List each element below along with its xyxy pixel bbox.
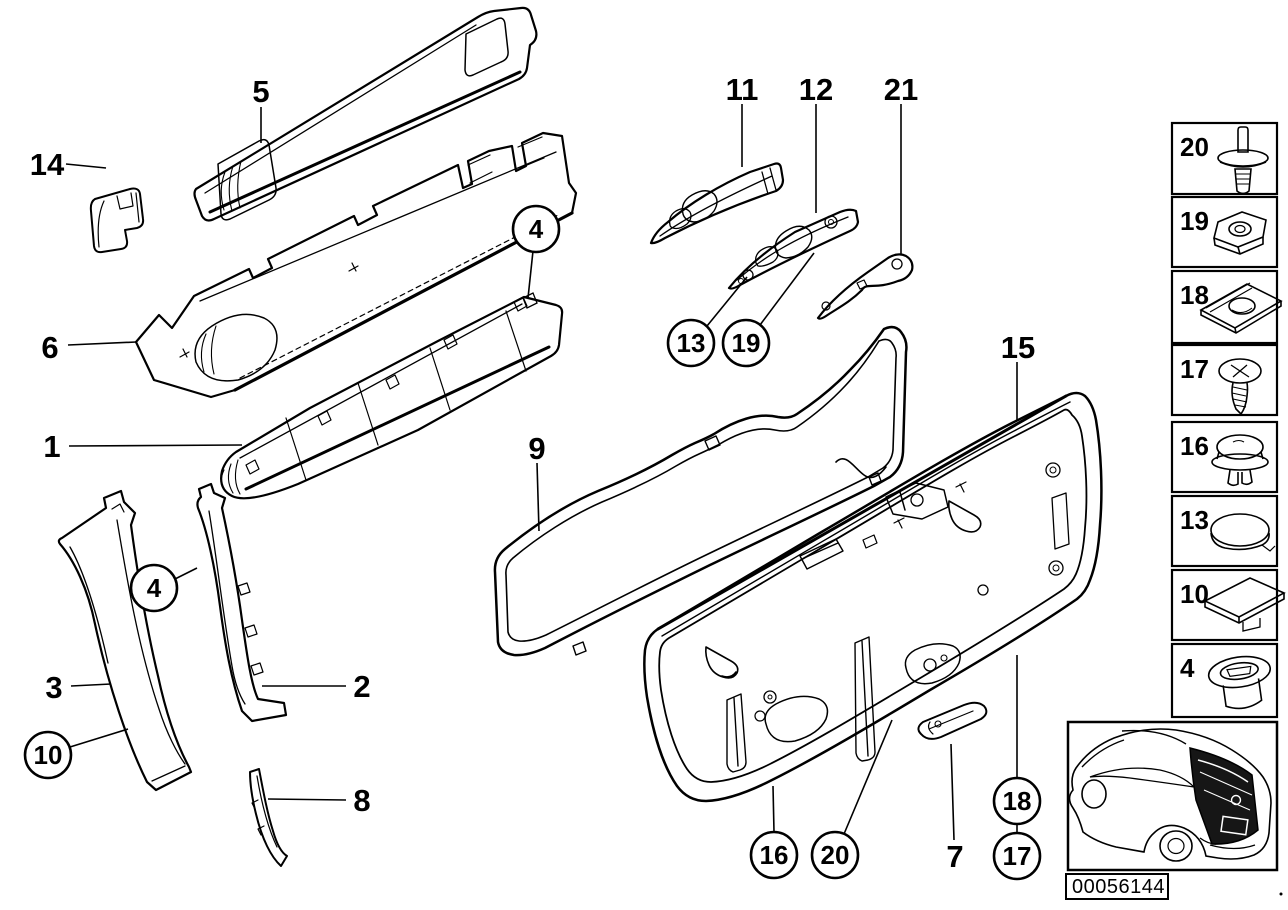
- callout-5[interactable]: 5: [252, 74, 269, 109]
- sidebar-item-10[interactable]: 10: [1170, 568, 1286, 642]
- sidebar-item-17[interactable]: 17: [1170, 343, 1279, 417]
- callout-8[interactable]: 8: [353, 783, 370, 818]
- print-dot: [1279, 892, 1283, 896]
- callout-circle-4-top[interactable]: 4: [511, 204, 561, 254]
- svg-text:19: 19: [1180, 206, 1209, 236]
- leader-lines: [65, 104, 1018, 841]
- part-9-tailgate-seal: [493, 325, 908, 657]
- part-5-upper-trim-panel: [193, 6, 538, 222]
- part-2-right-pillar-trim: [196, 482, 288, 723]
- part-3-left-pillar-trim: [57, 489, 193, 792]
- svg-text:16: 16: [1180, 431, 1209, 461]
- svg-text:17: 17: [1180, 354, 1209, 384]
- part-8-trim-strip: [249, 768, 288, 867]
- hex-nut-icon: [1213, 211, 1267, 255]
- callout-14[interactable]: 14: [30, 147, 65, 182]
- highlighted-tailgate: [1189, 747, 1259, 845]
- callout-circle-4-left[interactable]: 4: [129, 563, 179, 613]
- callout-2[interactable]: 2: [353, 669, 370, 704]
- part-12-handle-shell: [727, 208, 860, 290]
- callout-3[interactable]: 3: [45, 670, 62, 705]
- part-21-handle-bracket: [816, 253, 914, 320]
- svg-text:4: 4: [529, 214, 544, 244]
- svg-text:10: 10: [1180, 579, 1209, 609]
- callout-circle-18[interactable]: 18: [992, 776, 1042, 826]
- sidebar-item-16[interactable]: 16: [1170, 420, 1279, 494]
- svg-text:13: 13: [677, 328, 706, 358]
- callout-21[interactable]: 21: [884, 72, 918, 107]
- part-15-tailgate-trim-panel: [643, 391, 1103, 803]
- image-code: 00056144: [1072, 876, 1165, 898]
- sidebar-item-20[interactable]: 20: [1170, 121, 1279, 196]
- callout-circle-19[interactable]: 19: [721, 318, 771, 368]
- callout-circle-10[interactable]: 10: [23, 730, 73, 780]
- adhesive-pad-icon: [1203, 577, 1286, 632]
- part-14-cover-cap: [89, 187, 145, 254]
- car-thumbnail: [1066, 720, 1279, 872]
- svg-text:13: 13: [1180, 505, 1209, 535]
- callout-circle-13[interactable]: 13: [666, 318, 716, 368]
- callout-7[interactable]: 7: [946, 839, 963, 874]
- svg-text:19: 19: [732, 328, 761, 358]
- svg-text:16: 16: [760, 840, 789, 870]
- cover-cap-icon: [1210, 513, 1276, 552]
- callout-11[interactable]: 11: [726, 72, 759, 107]
- phillips-screw-icon: [1218, 358, 1262, 416]
- sheet-metal-nut-icon: [1199, 282, 1283, 334]
- sidebar-item-18[interactable]: 18: [1170, 269, 1283, 345]
- svg-text:10: 10: [34, 740, 63, 770]
- svg-text:4: 4: [147, 573, 162, 603]
- callout-15[interactable]: 15: [1001, 330, 1035, 365]
- sidebar-item-13[interactable]: 13: [1170, 494, 1279, 568]
- callout-12[interactable]: 12: [799, 72, 833, 107]
- sidebar-item-19[interactable]: 19: [1170, 195, 1279, 269]
- fastener-sidebar: 20 19 18: [1170, 121, 1286, 719]
- callout-circle-16[interactable]: 16: [749, 830, 799, 880]
- callout-circle-17[interactable]: 17: [992, 831, 1042, 881]
- callout-circle-20[interactable]: 20: [810, 830, 860, 880]
- svg-text:4: 4: [1180, 653, 1195, 683]
- expanding-rivet-icon: [1211, 434, 1269, 487]
- svg-text:20: 20: [1180, 132, 1209, 162]
- callout-6[interactable]: 6: [41, 330, 58, 365]
- part-7-cover-strip: [917, 701, 988, 740]
- part-6-center-trim-panel: [134, 131, 578, 399]
- oval-grommet-icon: [1207, 655, 1272, 710]
- callout-1[interactable]: 1: [43, 429, 60, 464]
- callout-9[interactable]: 9: [528, 431, 545, 466]
- svg-text:18: 18: [1003, 786, 1032, 816]
- part-11-handle-cover: [649, 162, 785, 245]
- part-1-lower-trim-strip: [220, 295, 564, 500]
- sidebar-item-4[interactable]: 4: [1170, 642, 1279, 719]
- image-code-box: 00056144: [1065, 873, 1283, 900]
- svg-text:17: 17: [1003, 841, 1032, 871]
- blind-rivet-icon: [1217, 126, 1269, 195]
- svg-text:18: 18: [1180, 280, 1209, 310]
- svg-text:20: 20: [821, 840, 850, 870]
